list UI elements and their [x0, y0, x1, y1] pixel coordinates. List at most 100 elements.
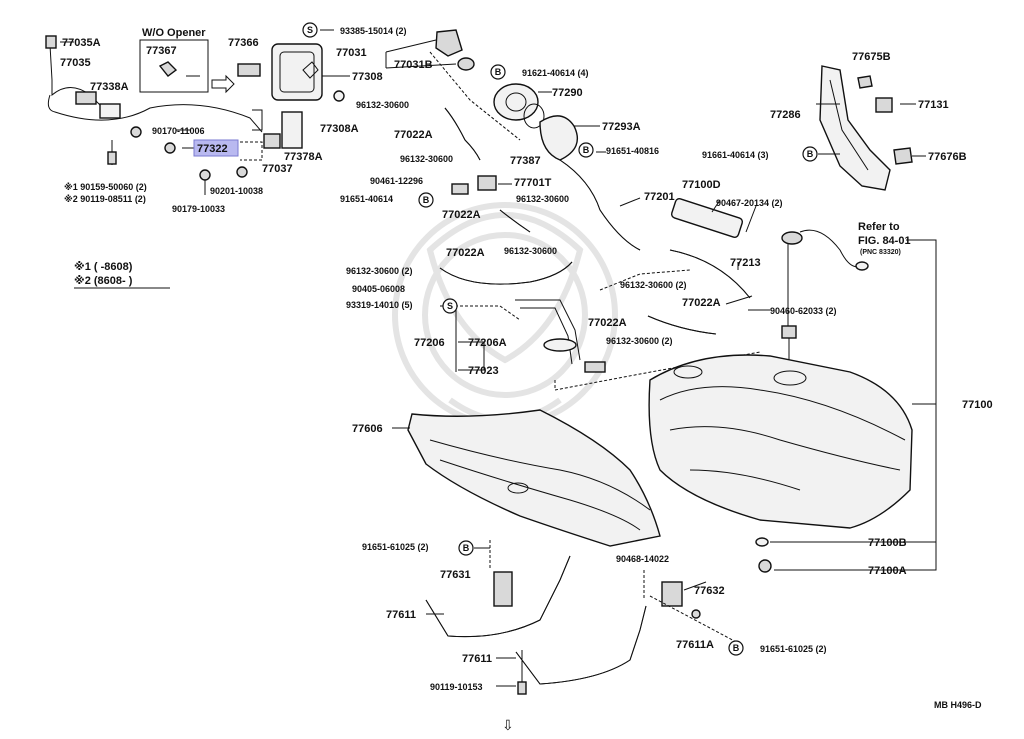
opener-cable-group [45, 35, 303, 195]
fuel-lid-group [271, 29, 475, 102]
label-77035: 77035 [60, 57, 91, 69]
label-91621: 91621-40614 (4) [522, 68, 589, 78]
label-77701T: 77701T [514, 177, 552, 189]
label-77606: 77606 [352, 423, 383, 435]
part-77290-shape [493, 83, 539, 121]
svg-text:B: B [583, 145, 590, 155]
part-77031B-shape [457, 57, 475, 71]
label-77378A: 77378A [284, 151, 323, 163]
label-refer-to: Refer to [858, 221, 900, 233]
label-77632: 77632 [694, 585, 725, 597]
label-77213: 77213 [730, 257, 761, 269]
wo-opener-box [139, 39, 209, 93]
label-77037: 77037 [262, 163, 293, 175]
part-77031-shape [435, 29, 463, 57]
b-symbol-4 [802, 146, 818, 162]
b-symbol-5 [458, 540, 474, 556]
label-91651-61025-a: 91651-61025 (2) [362, 542, 429, 552]
svg-text:S: S [307, 25, 313, 35]
label-91651-40816: 91651-40816 [606, 146, 659, 156]
label-77631: 77631 [440, 569, 471, 581]
svg-text:B: B [807, 149, 814, 159]
label-77286: 77286 [770, 109, 801, 121]
callout-labels: 77035A 77035 W/O Opener 77367 77366 7733… [60, 22, 993, 733]
label-77675B: 77675B [852, 51, 891, 63]
filler-neck-group [429, 51, 761, 391]
label-90405: 90405-06008 [352, 284, 405, 294]
label-fig-ref: FIG. 84-01 [858, 235, 911, 247]
fuel-tank-group [648, 354, 913, 573]
leader-lines [60, 29, 937, 687]
label-90201: 90201-10038 [210, 186, 263, 196]
label-90467: 90467-20134 (2) [716, 198, 783, 208]
down-arrow-icon[interactable]: ⇩ [502, 717, 514, 733]
part-77701T-shape [477, 175, 497, 191]
label-77206: 77206 [414, 337, 445, 349]
label-96132-g: 96132-30600 (2) [606, 336, 673, 346]
legend-row-2: ※2 (8608- ) [74, 275, 133, 287]
arrow-icon [211, 74, 235, 94]
s-symbol-1 [302, 22, 318, 38]
label-77100A: 77100A [868, 565, 907, 577]
part-90170-shape [130, 126, 142, 138]
label-96132-c: 96132-30600 [516, 194, 569, 204]
b-symbol-6 [728, 640, 744, 656]
s-symbol-2 [442, 298, 458, 314]
label-77366: 77366 [228, 37, 259, 49]
label-77100B: 77100B [868, 537, 907, 549]
label-90468: 90468-14022 [616, 554, 669, 564]
label-77308: 77308 [352, 71, 383, 83]
part-77631-shape [493, 571, 513, 607]
part-77675B-shape [857, 75, 873, 89]
svg-text:B: B [495, 67, 502, 77]
label-77131: 77131 [918, 99, 949, 111]
part-90201-shape [236, 166, 248, 178]
label-90460: 90460-62033 (2) [770, 306, 837, 316]
b-symbol-3 [418, 192, 434, 208]
label-91651-40614: 91651-40614 [340, 194, 393, 204]
part-77308-shape [271, 43, 323, 101]
svg-text:S: S [447, 301, 453, 311]
label-77322: 77322 [197, 143, 228, 155]
part-77606-shape [407, 409, 661, 547]
label-93385: 93385-15014 (2) [340, 26, 407, 36]
part-77676B-shape [893, 147, 913, 165]
part-77035A-shape [45, 35, 57, 49]
label-96132-d: 96132-30600 [504, 246, 557, 256]
label-77031: 77031 [336, 47, 367, 59]
label-pnc: (PNC 83320) [860, 249, 901, 256]
label-77611-a: 77611 [386, 609, 416, 621]
label-77022A-d: 77022A [682, 297, 721, 309]
part-77037-shape [263, 133, 281, 149]
label-77023: 77023 [468, 365, 499, 377]
label-77201: 77201 [644, 191, 675, 203]
label-93319: 93319-14010 (5) [346, 300, 413, 310]
label-77022A-b: 77022A [442, 209, 481, 221]
label-77308A: 77308A [320, 123, 359, 135]
label-91651-61025-b: 91651-61025 (2) [760, 644, 827, 654]
label-90159: ※1 90159-50060 (2) [64, 182, 147, 192]
part-77387-shape [523, 103, 545, 129]
part-77378A-shape [281, 111, 303, 149]
opener-handle-shape [99, 103, 121, 119]
label-77293A: 77293A [602, 121, 641, 133]
sender-gauge-group [781, 229, 869, 370]
label-90119-08511: ※2 90119-08511 (2) [64, 194, 146, 204]
svg-text:B: B [733, 643, 740, 653]
part-77338A-shape [75, 91, 97, 105]
svg-text:B: B [423, 195, 430, 205]
legend-row-1: ※1 ( -8608) [74, 261, 133, 273]
label-77290: 77290 [552, 87, 583, 99]
label-77367: 77367 [146, 45, 177, 57]
label-77387: 77387 [510, 155, 541, 167]
label-77031B: 77031B [394, 59, 433, 71]
diagram-code: MB H496-D [934, 700, 982, 710]
label-77022A-c: 77022A [446, 247, 485, 259]
label-91661: 91661-40614 (3) [702, 150, 769, 160]
label-77611A: 77611A [676, 639, 714, 651]
highlight-77322 [193, 139, 239, 157]
b-symbol-2 [578, 142, 594, 158]
label-90179: 90179-10033 [172, 204, 225, 214]
